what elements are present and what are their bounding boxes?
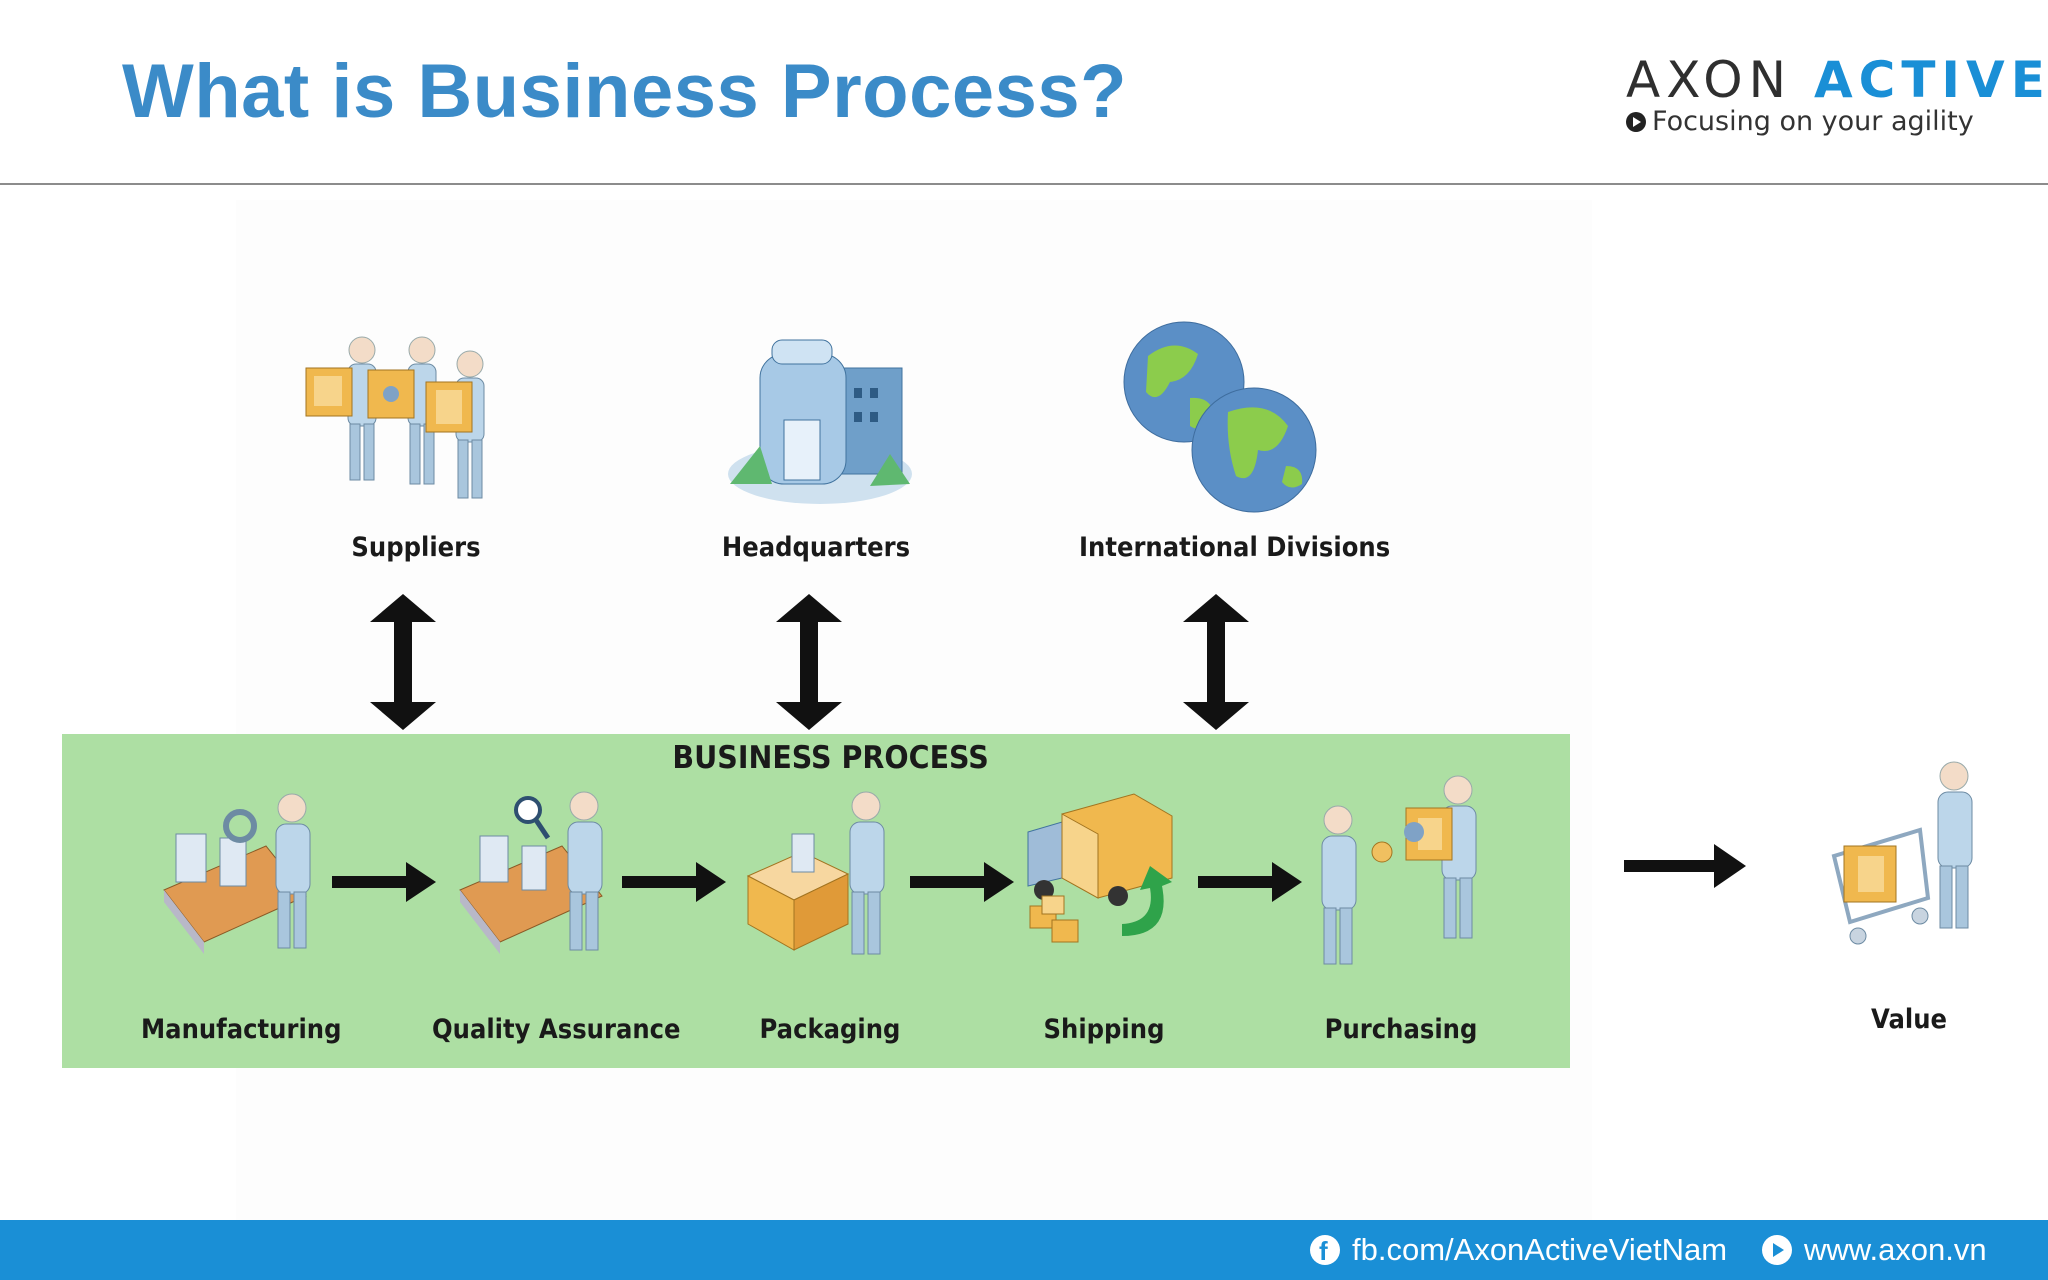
entity-label-headquarters: Headquarters [721, 532, 911, 563]
shopping-cart-icon [1831, 761, 1973, 945]
logo-word-axon: AXON [1626, 51, 1793, 109]
footer-website-text: www.axon.vn [1804, 1232, 1987, 1267]
step-label-quality-assurance: Quality Assurance [432, 1014, 681, 1045]
double-arrow-icon [776, 594, 842, 730]
entity-label-international-divisions: International Divisions [1079, 532, 1391, 563]
delivery-truck-icon [1027, 793, 1173, 943]
right-arrow-icon [910, 862, 1014, 902]
footer-facebook-text: fb.com/AxonActiveVietNam [1352, 1232, 1728, 1267]
play-bullet-icon [1626, 111, 1646, 132]
logo-wordmark: AXON ACTIVE [1626, 52, 2048, 108]
conveyor-worker-icon [163, 793, 311, 954]
company-logo: AXON ACTIVE Focusing on your agility [1626, 52, 2045, 142]
facebook-icon: f [1310, 1235, 1340, 1266]
outcome-label-value: Value [1871, 1004, 1947, 1035]
purchase-handover-icon [1321, 775, 1477, 965]
header-divider [0, 183, 2048, 185]
footer-bar: f fb.com/AxonActiveVietNam www.axon.vn [0, 1220, 2048, 1280]
right-arrow-icon [622, 862, 726, 902]
slide-title: What is Business Process? [122, 49, 1128, 134]
globe-icon [1123, 321, 1317, 513]
entity-label-suppliers: Suppliers [351, 532, 481, 563]
step-label-packaging: Packaging [759, 1014, 901, 1045]
step-label-shipping: Shipping [1043, 1014, 1165, 1045]
footer-facebook-link[interactable]: f fb.com/AxonActiveVietNam [1310, 1232, 1727, 1268]
website-arrow-icon [1762, 1235, 1792, 1265]
double-arrow-icon [1183, 594, 1249, 730]
step-label-purchasing: Purchasing [1324, 1014, 1478, 1045]
step-label-manufacturing: Manufacturing [141, 1014, 342, 1045]
packaging-box-icon [746, 791, 885, 955]
right-arrow-icon [1198, 862, 1302, 902]
suppliers-icon [305, 336, 485, 499]
logo-tagline-text: Focusing on your agility [1652, 106, 1974, 137]
double-arrow-icon [370, 594, 436, 730]
footer-website-link[interactable]: www.axon.vn [1762, 1232, 1987, 1268]
right-arrow-icon [332, 862, 436, 902]
business-process-title: BUSINESS PROCESS [672, 740, 989, 776]
inspection-icon [459, 791, 603, 954]
logo-word-active: ACTIVE [1813, 51, 2048, 109]
logo-tagline: Focusing on your agility [1626, 106, 1974, 137]
building-icon [728, 339, 912, 504]
right-arrow-icon [1624, 844, 1746, 888]
